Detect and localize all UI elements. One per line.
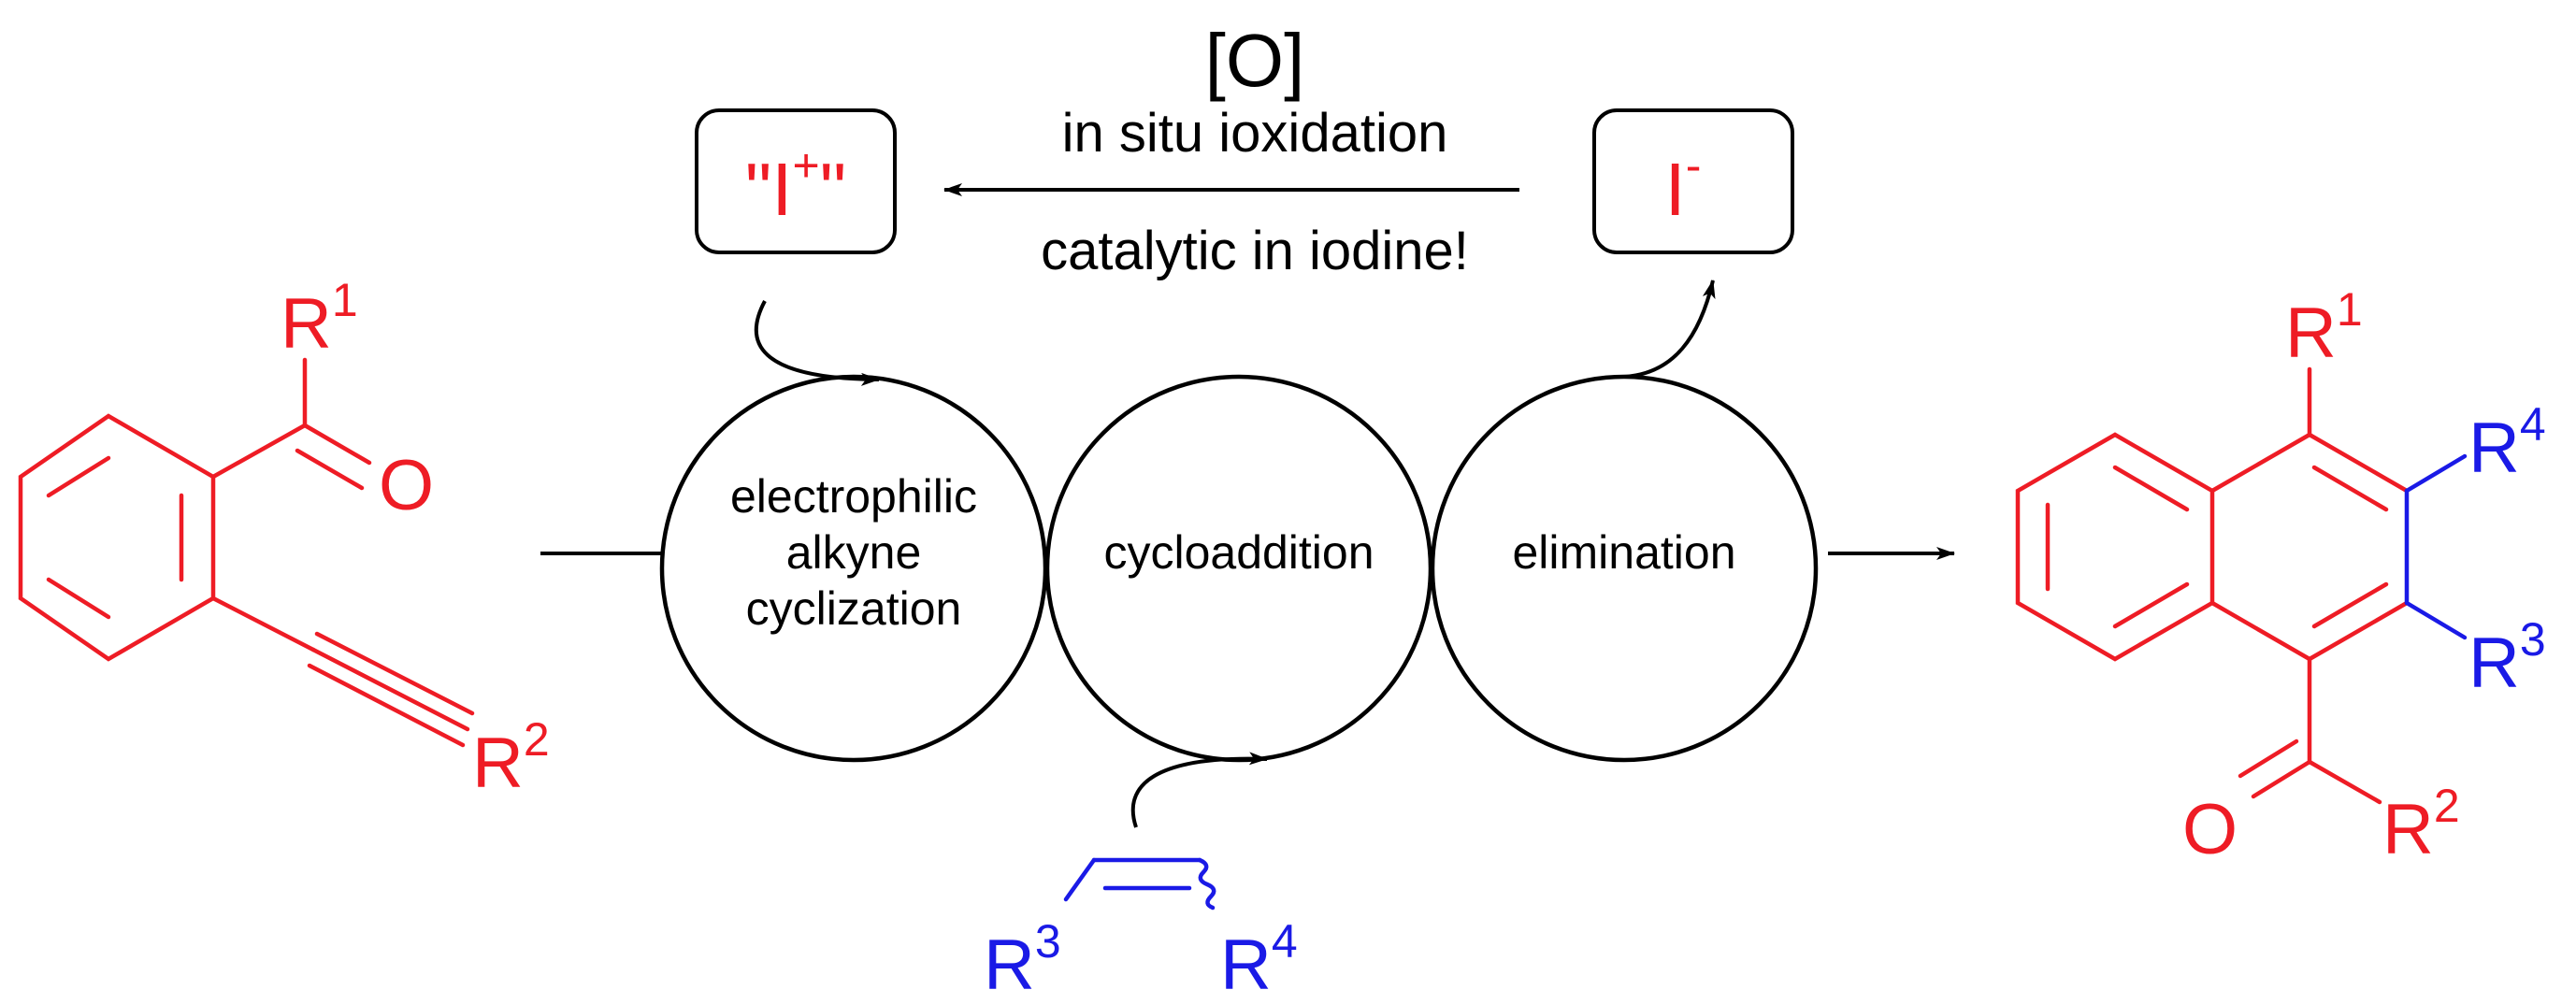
cycle-cycloaddition-label: cycloaddition — [1103, 526, 1374, 579]
alkene-wavy-bond — [1197, 857, 1216, 911]
product-r2-label: R2 — [2382, 780, 2460, 869]
iodonium-entry-arrow — [754, 300, 880, 386]
iodonium-label: "I+" — [745, 139, 846, 231]
alkene-r4-label: R4 — [1220, 915, 1298, 1004]
substrate-benzene-ring — [18, 413, 216, 662]
product-oxygen-label: O — [2182, 790, 2238, 869]
alkene-reagent — [1063, 857, 1216, 911]
substrate-alkyne-bond — [210, 595, 316, 653]
product-new-bonds — [2404, 453, 2468, 640]
catalysis-note: catalytic in iodine! — [1041, 221, 1469, 281]
substrate-r1-label: R1 — [281, 274, 358, 364]
substrate-r2-label: R2 — [472, 713, 550, 803]
oxidant-symbol: [O] — [1205, 19, 1305, 102]
product-r3-label: R3 — [2468, 613, 2546, 703]
product-r1-label: R1 — [2285, 283, 2363, 373]
iodonium-box: "I+" — [695, 108, 897, 254]
iodide-release-arrow — [1623, 280, 1716, 379]
oxidation-label: in situ ioxidation — [1062, 103, 1448, 164]
iodide-box: I- — [1592, 108, 1794, 254]
cycle-cyclization-line3: cyclization — [746, 582, 962, 635]
cycle-cyclization-line1: electrophilic — [730, 470, 977, 523]
starting-material — [18, 357, 475, 748]
product-r4-bond — [2404, 453, 2468, 494]
alkene-r3-label: R3 — [984, 915, 1061, 1004]
cycle-elimination-label: elimination — [1512, 526, 1735, 579]
substrate-acyl-bond — [210, 423, 308, 480]
product-r4-label: R4 — [2468, 398, 2546, 488]
cycle-cyclization-line2: alkyne — [786, 526, 922, 579]
iodide-label: I- — [1665, 139, 1702, 231]
product-c1-c2-bond — [2307, 600, 2410, 662]
alkene-entry-arrow — [1130, 752, 1268, 828]
substrate-oxygen-label: O — [379, 446, 434, 525]
product-c4-c3-bond — [2307, 432, 2410, 494]
product-naphthalene — [2015, 366, 2410, 805]
product-r3-bond — [2404, 600, 2468, 640]
